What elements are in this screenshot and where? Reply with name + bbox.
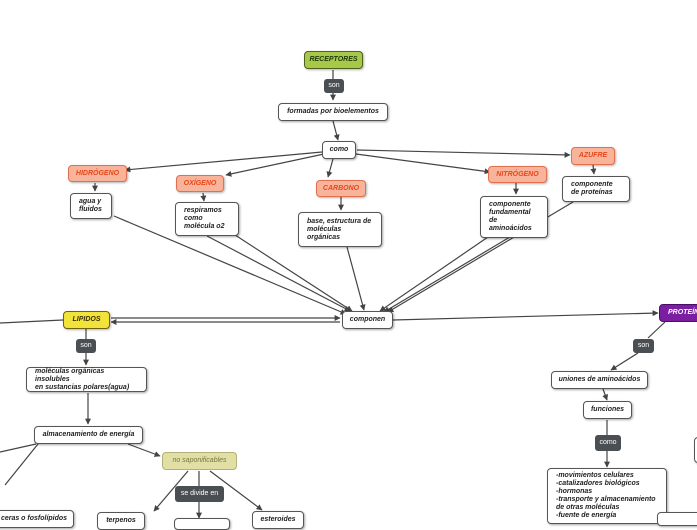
edge [346,246,366,311]
node-respiramos[interactable]: respiramos como molécula o2 [175,202,239,236]
node-nitrogeno[interactable]: NITRÓGENO [488,166,547,183]
edge [113,215,347,315]
edge [392,310,659,321]
node-formadas-por-bioelementos[interactable]: formadas por bioelementos [278,103,388,121]
node-funciones-list[interactable]: -movimientos celulares -catalizadores bi… [547,468,667,524]
edge [326,158,334,178]
node-azufre[interactable]: AZUFRE [571,147,615,165]
node-proteinas[interactable]: PROTEÍNAS [659,304,697,322]
node-hidrogeno[interactable]: HIDRÓGENO [68,165,127,182]
node-almacenamiento[interactable]: almacenamiento de energía [34,426,143,444]
node-base-estructura[interactable]: base, estructura de moléculas orgánicas [298,212,382,247]
node-receptores[interactable]: RECEPTORES [304,51,363,69]
node-no-saponificables[interactable]: no saponificables [162,452,237,470]
edge [206,235,351,312]
connector-son-lipidos[interactable]: son [76,339,96,353]
edge [602,388,608,401]
edge [647,321,666,339]
node-esteroides[interactable]: esteroides [252,511,304,529]
edge [4,443,39,486]
node-carbono[interactable]: CARBONO [316,180,366,197]
node-componente-proteinas[interactable]: componente de proteínas [562,176,630,202]
edge [0,319,64,324]
edge [200,192,207,202]
node-agua-y-fluidos[interactable]: agua y fluidos [70,193,112,219]
connector-como-proteinas[interactable]: como [595,435,621,451]
connector-son[interactable]: son [324,79,344,93]
edge [124,151,323,173]
node-componente-fundamental[interactable]: componente fundamental de aminoácidos [480,196,548,238]
node-moleculas-organicas[interactable]: moléculas orgánicas insolubles en sustan… [26,367,147,392]
node-componen[interactable]: componen [342,311,393,329]
edge [356,149,571,158]
connector-son-proteinas[interactable]: son [633,339,654,353]
edge [383,236,511,313]
node-unlabeled-partial-right[interactable] [657,512,697,526]
connector-como[interactable]: como [322,141,356,159]
edge [610,352,639,371]
node-unlabeled-edge[interactable] [694,437,697,463]
edge [332,120,340,141]
node-uniones-aminoacidos[interactable]: uniones de aminoácidos [551,371,648,389]
edge [590,164,597,175]
connector-se-divide-en[interactable]: se divide en [175,486,224,502]
edge [355,153,491,175]
node-funciones[interactable]: funciones [583,401,632,419]
edge [225,153,325,177]
node-ceras-fosfolipidos[interactable]: ceras o fosfolípidos [0,510,74,528]
edge [379,236,489,312]
edge [231,232,353,312]
node-oxigeno[interactable]: OXÍGENO [176,175,224,192]
edge [127,443,161,457]
edge [209,470,263,511]
node-lipidos[interactable]: LIPIDOS [63,311,110,329]
edge [0,443,37,453]
edge [153,470,189,512]
node-terpenos[interactable]: terpenos [97,512,145,530]
